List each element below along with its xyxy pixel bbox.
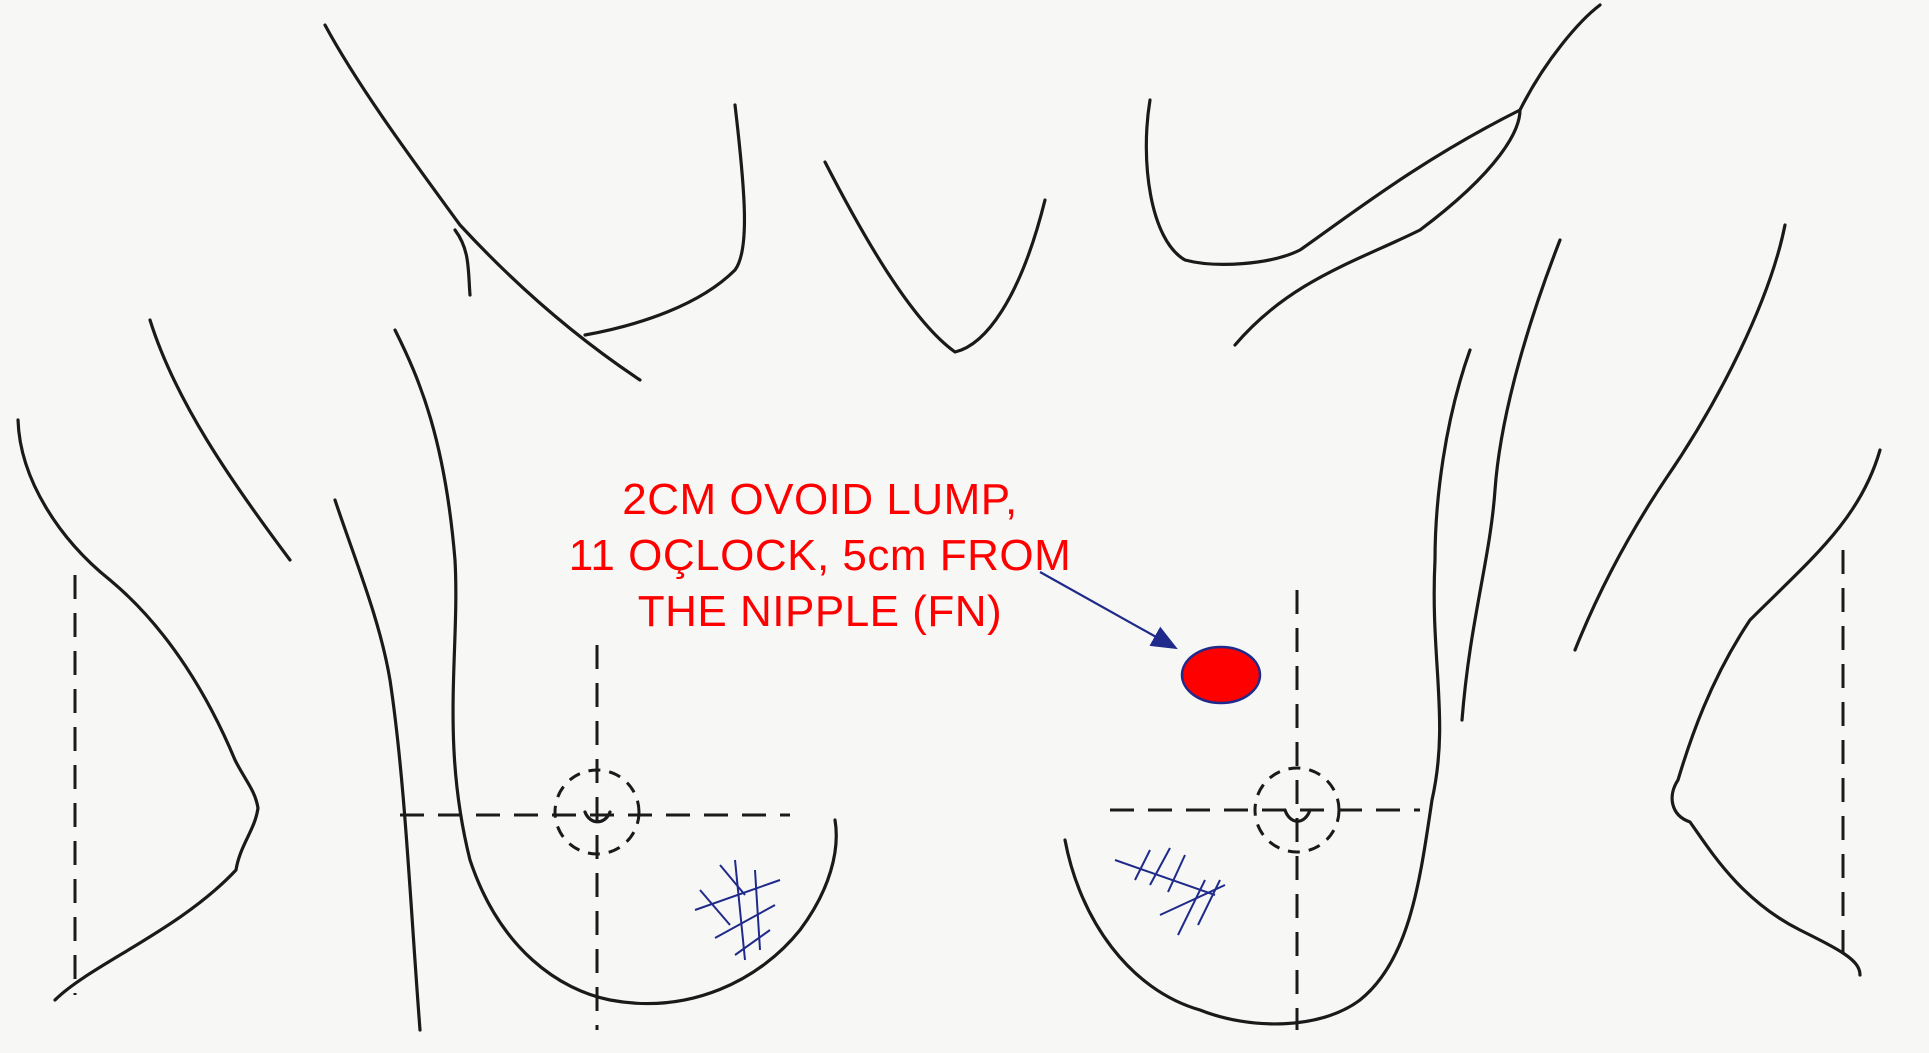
left-torso-side-line — [335, 500, 420, 1030]
right-shoulder-outline — [1146, 5, 1600, 264]
annotation-line-3: THE NIPPLE (FN) — [520, 584, 1120, 640]
right-hatch-mark — [1115, 848, 1225, 935]
left-arm-outline — [325, 25, 640, 380]
left-hatch-mark — [695, 860, 780, 960]
right-torso-side-line — [1462, 240, 1560, 720]
right-breast-outline — [1065, 350, 1470, 1024]
neck-v-outline — [825, 162, 1045, 352]
left-profile-outline — [18, 320, 290, 1000]
annotation-line-1: 2CM OVOID LUMP, — [520, 472, 1120, 528]
right-profile-outline — [1575, 225, 1880, 975]
lump-annotation: 2CM OVOID LUMP, 11 OÇLOCK, 5cm FROM THE … — [520, 472, 1120, 640]
annotation-line-2: 11 OÇLOCK, 5cm FROM — [520, 528, 1120, 584]
left-shoulder-outline — [585, 105, 744, 335]
right-axilla-line — [1235, 110, 1520, 345]
left-axilla-line — [455, 230, 470, 295]
left-breast-outline — [395, 330, 836, 1004]
lump-marker — [1182, 647, 1260, 703]
